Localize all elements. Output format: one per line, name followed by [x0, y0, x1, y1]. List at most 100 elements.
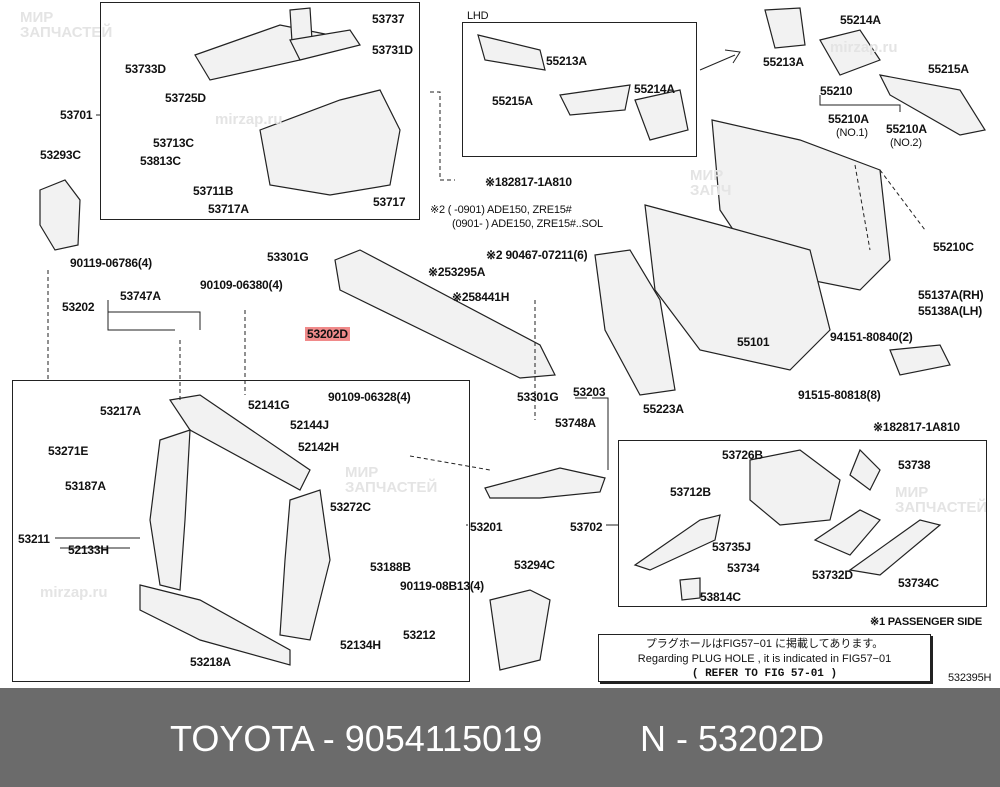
part-label[interactable]: 55214A [634, 82, 675, 96]
part-55101 [644, 204, 831, 371]
figure-code: 532395H [948, 672, 992, 684]
part-label[interactable]: 55214A [840, 13, 881, 27]
part-label[interactable]: 53713C [153, 136, 194, 150]
part-label[interactable]: 53701 [60, 108, 93, 122]
part-label[interactable]: 53738 [898, 458, 931, 472]
part-label[interactable]: 53712B [670, 485, 711, 499]
part-label[interactable]: 53211 [18, 532, 50, 546]
part-label[interactable]: 53201 [470, 520, 503, 534]
part-label[interactable]: 53271E [48, 444, 89, 458]
part-label[interactable]: 90109-06328(4) [328, 390, 411, 404]
part-53732D [813, 509, 881, 556]
part-label[interactable]: 53725D [165, 91, 206, 105]
part-label[interactable]: 53212 [403, 628, 436, 642]
part-label[interactable]: 52142H [298, 440, 339, 454]
watermark: mirzap.ru [40, 584, 108, 601]
part-label[interactable]: 53733D [125, 62, 166, 76]
part-53294C [489, 589, 551, 671]
part-label[interactable]: 53726B [722, 448, 763, 462]
part-label[interactable]: 53747A [120, 289, 161, 303]
part-53814C [679, 577, 701, 601]
part-53711B [259, 89, 401, 196]
part-55214A [819, 29, 881, 76]
part-note: (NO.2) [890, 137, 922, 149]
part-label[interactable]: ※2 90467-07211(6) [486, 248, 588, 262]
part-label[interactable]: 53748A [555, 416, 596, 430]
part-label[interactable]: 53731D [372, 43, 413, 57]
part-label[interactable]: ※258441H [452, 290, 510, 304]
part-label[interactable]: 55213A [546, 54, 587, 68]
part-53203 [484, 467, 606, 499]
lhd-label: LHD [467, 10, 489, 22]
part-55223A [594, 249, 676, 396]
highlighted-part-label[interactable]: 53202D [305, 327, 350, 341]
part-53734C [848, 519, 942, 576]
watermark: mirzap.ru [215, 111, 283, 128]
part-label[interactable]: 55138A(LH) [918, 304, 983, 318]
part-label[interactable]: 53218A [190, 655, 231, 669]
part-53712B [633, 514, 721, 571]
part-label[interactable]: 53301G [267, 250, 309, 264]
part-label[interactable]: 53203 [573, 385, 606, 399]
part-53295A [334, 249, 556, 379]
part-label[interactable]: 52133H [68, 543, 109, 557]
part-label[interactable]: 90119-08B13(4) [400, 579, 484, 593]
part-53211 [149, 429, 191, 591]
part-label[interactable]: 53814C [700, 590, 741, 604]
group-box-53701 [100, 2, 420, 220]
part-label[interactable]: 53188B [370, 560, 411, 574]
passenger-side-note: ※1 PASSENGER SIDE [870, 616, 982, 628]
note-text: (0901- ) ADE150, ZRE15#..SOL [452, 218, 603, 230]
part-label[interactable]: 52134H [340, 638, 381, 652]
part-label[interactable]: 53187A [65, 479, 106, 493]
part-label[interactable]: 53702 [570, 520, 603, 534]
part-label[interactable]: 53717 [373, 195, 406, 209]
part-label[interactable]: 53293C [40, 148, 81, 162]
part-label[interactable]: 53735J [712, 540, 751, 554]
plug-hole-note: プラグホールはFIG57−01 に掲載してあります。 Regarding PLU… [598, 634, 931, 682]
part-label[interactable]: 53737 [372, 12, 405, 26]
note-line-refer: ( REFER TO FIG 57-01 ) [691, 668, 838, 680]
part-label[interactable]: 53717A [208, 202, 249, 216]
note-line-en: Regarding PLUG HOLE , it is indicated in… [637, 653, 892, 665]
part-label[interactable]: 53734 [727, 561, 760, 575]
part-label[interactable]: 91515-80818(8) [798, 388, 881, 402]
part-label[interactable]: ※253295A [428, 265, 486, 279]
part-lhd-55214A [634, 89, 689, 141]
part-label[interactable]: 53301G [517, 390, 559, 404]
part-label[interactable]: 55101 [737, 335, 770, 349]
note-line-jp: プラグホールはFIG57−01 に掲載してあります。 [645, 638, 884, 650]
part-label[interactable]: 55215A [928, 62, 969, 76]
part-label[interactable]: ※182817-1A810 [485, 175, 572, 189]
part-label[interactable]: 53813C [140, 154, 181, 168]
part-label[interactable]: 53711B [193, 184, 234, 198]
part-label[interactable]: 55210C [933, 240, 974, 254]
part-label[interactable]: 53294C [514, 558, 555, 572]
part-label[interactable]: 53272C [330, 500, 371, 514]
part-lhd-55215A [477, 34, 546, 71]
part-label[interactable]: ※182817-1A810 [873, 420, 960, 434]
part-label[interactable]: 55210 [820, 84, 853, 98]
footer-bar: TOYOTA - 9054115019 N - 53202D [0, 688, 1000, 787]
part-label[interactable]: 53734C [898, 576, 939, 590]
part-label[interactable]: 52144J [290, 418, 329, 432]
part-53218A [139, 584, 291, 666]
part-label[interactable]: 90109-06380(4) [200, 278, 283, 292]
part-55137A [889, 344, 951, 376]
part-label[interactable]: 55215A [492, 94, 533, 108]
reference-number: N - 53202D [640, 718, 825, 759]
part-label[interactable]: 55213A [763, 55, 804, 69]
part-53731D [289, 29, 361, 61]
part-label[interactable]: 94151-80840(2) [830, 330, 913, 344]
part-label[interactable]: 55223A [643, 402, 684, 416]
part-label[interactable]: 53732D [812, 568, 853, 582]
part-label[interactable]: 55210A [886, 122, 927, 136]
part-label[interactable]: 53217A [100, 404, 141, 418]
part-label[interactable]: 53202 [62, 300, 95, 314]
part-label[interactable]: 90119-06786(4) [70, 256, 152, 270]
part-53293C [39, 179, 81, 251]
part-label[interactable]: 55137A(RH) [918, 288, 984, 302]
part-label[interactable]: 55210A [828, 112, 869, 126]
part-label[interactable]: 52141G [248, 398, 290, 412]
